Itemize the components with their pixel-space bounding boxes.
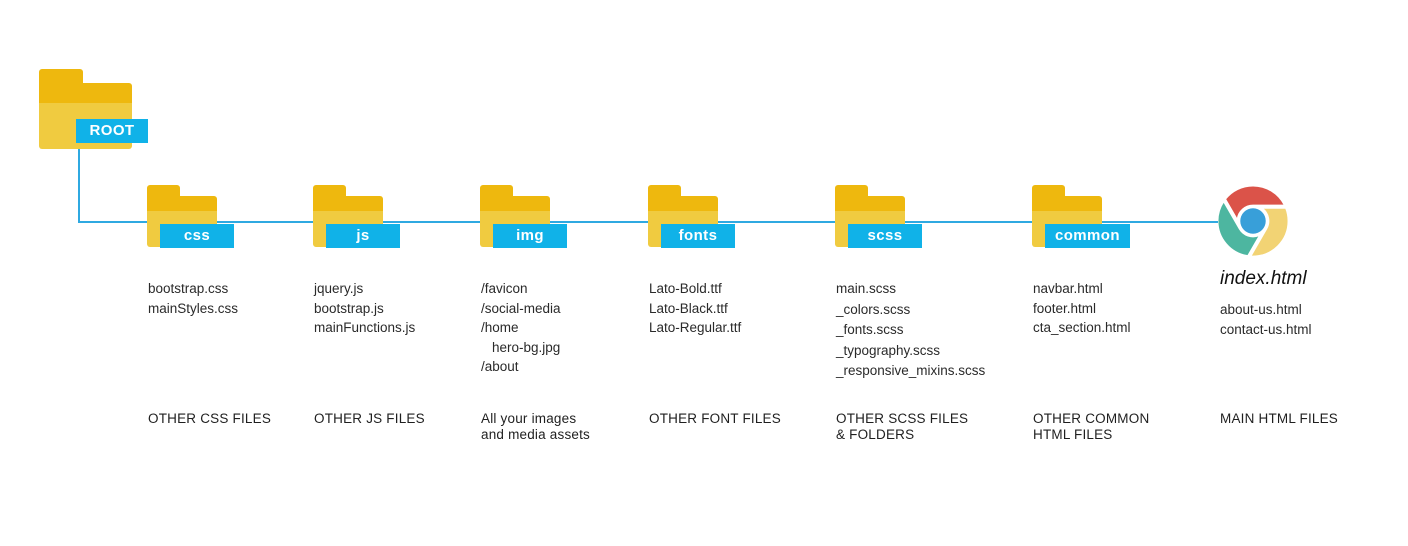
- tree-connector-vertical: [78, 148, 80, 223]
- folder-label-css: css: [160, 224, 234, 248]
- img-file-list: /favicon/social-media/home hero-bg.jpg/ab…: [481, 279, 561, 377]
- file-item: /favicon: [481, 281, 528, 296]
- folder-label-common: common: [1045, 224, 1130, 248]
- file-item: _typography.scss: [836, 342, 941, 358]
- common-file-list: navbar.html footer.html cta_section.html: [1033, 279, 1131, 338]
- file-item: bootstrap.css: [148, 281, 229, 296]
- folder-stripe: [147, 196, 217, 211]
- file-item: about-us.html: [1220, 302, 1302, 317]
- folder-label-img: img: [493, 224, 567, 248]
- file-item: _colors.scss: [836, 301, 911, 317]
- column-caption-scss: OTHER SCSS FILES & FOLDERS: [836, 411, 969, 442]
- file-item: jquery.js: [314, 281, 364, 296]
- js-file-list: jquery.js bootstrap.js mainFunctions.js: [314, 279, 415, 338]
- folder-label-fonts: fonts: [661, 224, 735, 248]
- file-item: mainStyles.css: [148, 300, 239, 316]
- file-item: main.scss: [836, 281, 897, 296]
- scss-file-list: main.scss _colors.scss _fonts.scss _typogra…: [836, 279, 985, 382]
- main-html-file-list: about-us.html contact-us.html: [1220, 300, 1312, 339]
- file-item: _responsive_mixins.scss: [836, 363, 986, 378]
- column-caption-js: OTHER JS FILES: [314, 411, 425, 426]
- folder-stripe: [1032, 196, 1102, 211]
- file-item: Lato-Black.ttf: [649, 300, 728, 316]
- file-item: Lato-Regular.ttf: [649, 320, 742, 335]
- file-item: mainFunctions.js: [314, 320, 416, 335]
- chrome-icon: [1217, 185, 1289, 261]
- column-caption-css: OTHER CSS FILES: [148, 411, 272, 426]
- folder-stripe: [313, 196, 383, 211]
- column-caption-fonts: OTHER FONT FILES: [649, 411, 781, 426]
- file-item: cta_section.html: [1033, 320, 1131, 335]
- file-item: _fonts.scss: [836, 322, 904, 337]
- folder-stripe: [835, 196, 905, 211]
- index-html-title: index.html: [1220, 268, 1307, 289]
- column-caption-img: All your images and media assets: [481, 411, 591, 442]
- file-item: contact-us.html: [1220, 321, 1312, 337]
- file-item: /about: [481, 359, 519, 374]
- column-caption-main-html: MAIN HTML FILES: [1220, 411, 1339, 426]
- column-caption-common: OTHER COMMON HTML FILES: [1033, 411, 1150, 442]
- file-item: /home: [481, 320, 519, 335]
- folder-stripe: [480, 196, 550, 211]
- folder-stripe: [648, 196, 718, 211]
- css-file-list: bootstrap.css mainStyles.css: [148, 279, 238, 318]
- folder-label-js: js: [326, 224, 400, 248]
- folder-label-scss: scss: [848, 224, 922, 248]
- file-item: /social-media: [481, 300, 561, 316]
- root-folder-label: ROOT: [76, 119, 148, 143]
- folder-stripe: [39, 83, 132, 103]
- file-item: Lato-Bold.ttf: [649, 281, 722, 296]
- file-item: footer.html: [1033, 300, 1097, 316]
- file-item: bootstrap.js: [314, 300, 384, 316]
- file-item: navbar.html: [1033, 281, 1103, 296]
- file-item: hero-bg.jpg: [492, 339, 561, 355]
